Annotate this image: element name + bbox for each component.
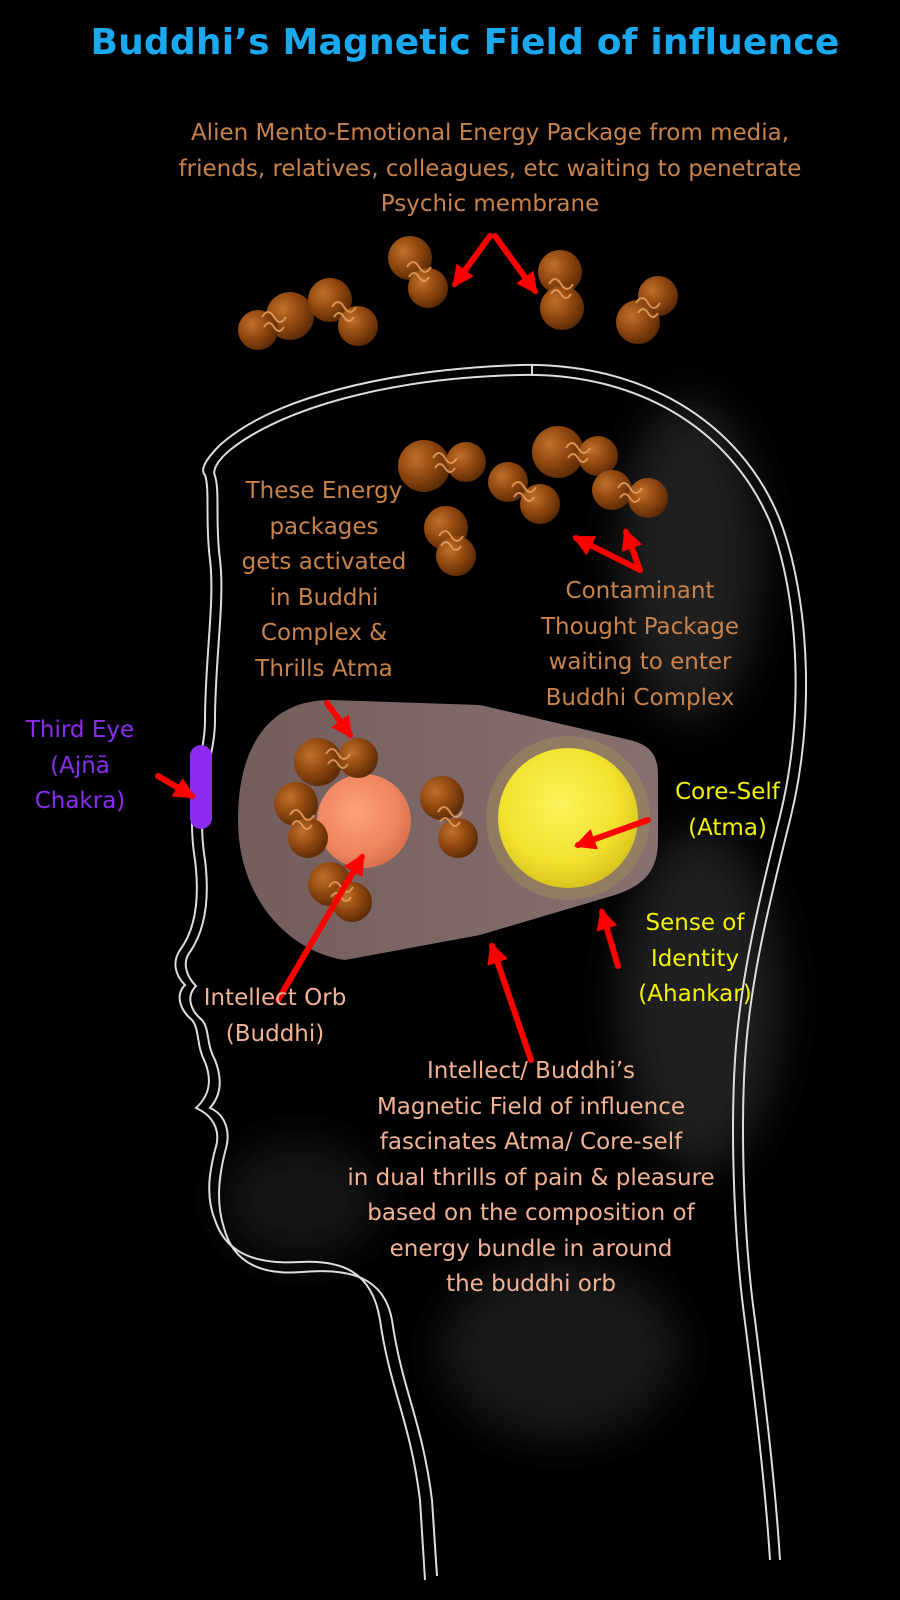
activated-line: Complex & — [260, 620, 388, 646]
magnetic-line: based on the composition of — [367, 1200, 695, 1226]
arrow-contaminant-left — [572, 535, 643, 573]
arrow-magnetic-field — [487, 941, 534, 1063]
third-eye-line: (Ajñā — [50, 752, 110, 779]
energy-package — [388, 236, 448, 308]
energy-package — [274, 782, 328, 858]
energy-package — [238, 292, 314, 350]
intellect-line: (Buddhi) — [225, 1020, 325, 1047]
arrow-core-self — [573, 817, 651, 850]
energy-package — [398, 440, 486, 492]
energy-package — [308, 278, 378, 346]
activated-line: gets activated — [241, 549, 407, 575]
contaminant-line: Contaminant — [565, 578, 715, 604]
core-self-orb — [498, 748, 638, 888]
activated-line: in Buddhi — [269, 584, 379, 611]
alien-line: Psychic membrane — [380, 191, 600, 217]
arrow-alien-left — [452, 233, 493, 288]
energy-package — [488, 462, 560, 524]
alien-packages-label: Alien Mento-Emotional Energy Package fro… — [95, 116, 885, 223]
intellect-orb-label: Intellect Orb (Buddhi) — [180, 981, 370, 1052]
arrow-alien-right — [492, 233, 538, 295]
arrow-contaminant-right — [621, 527, 643, 573]
magnetic-field-label: Intellect/ Buddhi’s Magnetic Field of in… — [306, 1054, 756, 1303]
arrow-intellect — [275, 853, 365, 1003]
activated-line: packages — [269, 513, 379, 540]
activated-line: These Energy — [245, 478, 403, 504]
magnetic-line: Magnetic Field of influence — [376, 1093, 686, 1120]
arrow-identity — [596, 907, 621, 969]
magnetic-line: fascinates Atma/ Core-self — [379, 1129, 683, 1155]
third-eye-marker — [190, 745, 212, 829]
identity-line: Identity — [650, 945, 740, 972]
energy-package — [420, 776, 478, 858]
intellect-line: Intellect Orb — [203, 985, 347, 1011]
energy-package — [532, 426, 618, 478]
energy-package — [538, 250, 584, 330]
energy-packages — [238, 236, 678, 922]
sense-of-identity-label: Sense of Identity (Ahankar) — [610, 906, 780, 1013]
third-eye-label: Third Eye (Ajñā Chakra) — [10, 713, 150, 820]
activated-line: Thrills Atma — [255, 655, 393, 682]
magnetic-line: in dual thrills of pain & pleasure — [347, 1164, 715, 1191]
magnetic-line: energy bundle in around — [389, 1235, 673, 1262]
third-eye-line: Chakra) — [34, 788, 126, 814]
core-self-line: (Atma) — [688, 814, 767, 841]
magnetic-line: the buddhi orb — [446, 1271, 616, 1297]
pointer-arrows — [155, 233, 651, 1063]
energy-package — [424, 506, 476, 576]
contaminant-line: Thought Package — [540, 613, 740, 640]
third-eye-line: Third Eye — [25, 717, 135, 743]
alien-line: friends, relatives, colleagues, etc wait… — [178, 155, 802, 182]
contaminant-package-label: Contaminant Thought Package waiting to e… — [500, 574, 780, 716]
head-outline — [174, 363, 807, 1581]
alien-line: Alien Mento-Emotional Energy Package fro… — [190, 120, 790, 146]
arrow-activated — [324, 700, 353, 739]
magnetic-line: Intellect/ Buddhi’s — [427, 1058, 635, 1084]
core-self-line: Core-Self — [675, 779, 780, 805]
arrow-third-eye — [155, 773, 196, 799]
contaminant-line: Buddhi Complex — [545, 684, 735, 711]
energy-package — [592, 470, 668, 518]
energy-package — [616, 276, 678, 344]
contaminant-line: waiting to enter — [548, 649, 732, 675]
core-self-label: Core-Self (Atma) — [645, 775, 810, 846]
identity-line: Sense of — [645, 910, 745, 936]
identity-line: (Ahankar) — [638, 981, 752, 1007]
intellect-orb — [317, 774, 411, 868]
head-shading — [220, 400, 780, 1440]
page-title: Buddhi’s Magnetic Field of influence — [90, 22, 840, 63]
activated-packages-label: These Energy packages gets activated in … — [214, 474, 434, 687]
energy-package — [294, 738, 378, 786]
